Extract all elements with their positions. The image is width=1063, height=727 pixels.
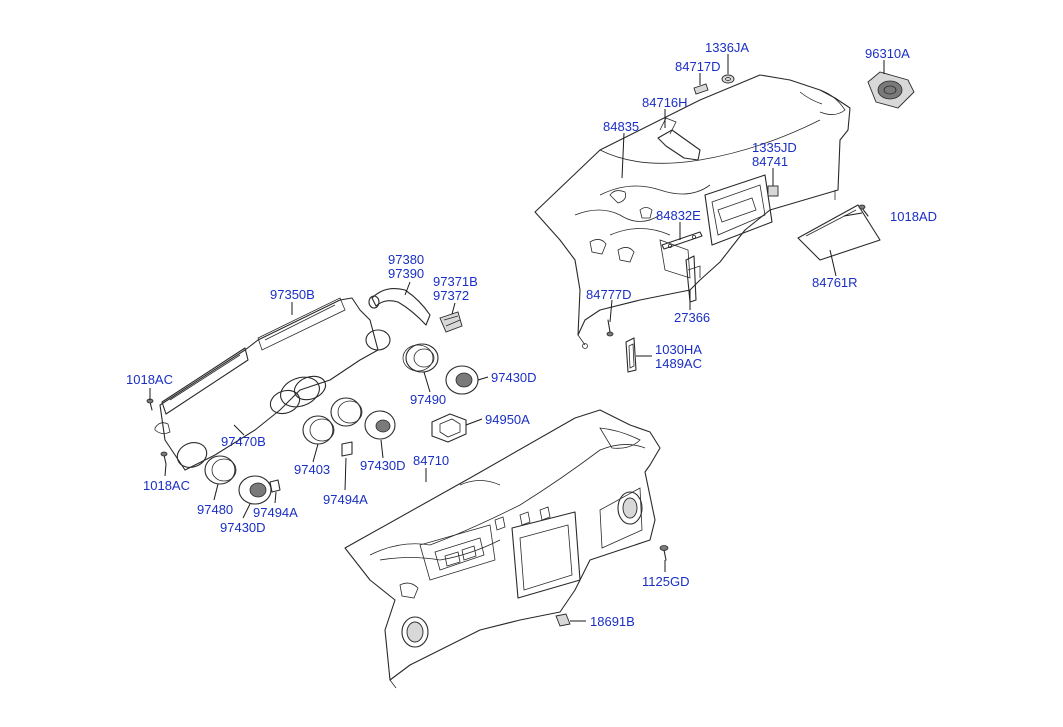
vent-97430D-b xyxy=(364,410,396,440)
label-97403: 97403 xyxy=(294,462,330,477)
screw-84777D xyxy=(606,319,614,337)
label-94950A: 94950A xyxy=(485,412,530,427)
bracket-27366 xyxy=(685,255,701,303)
label-97372: 97372 xyxy=(433,288,469,303)
clip-84741 xyxy=(767,185,779,197)
vent-97371B xyxy=(439,311,463,333)
label-1018AC-bottom: 1018AC xyxy=(143,478,190,493)
label-97430D-b: 97430D xyxy=(360,458,406,473)
label-96310A: 96310A xyxy=(865,46,910,61)
dash-panel-84710 xyxy=(344,409,661,689)
lower-panel-84835 xyxy=(534,74,851,349)
label-84717D: 84717D xyxy=(675,59,721,74)
label-97350B: 97350B xyxy=(270,287,315,302)
vent-94950A xyxy=(431,413,467,443)
clip-97494A-a xyxy=(341,441,353,457)
label-84835: 84835 xyxy=(603,119,639,134)
vent-97430D-a xyxy=(445,365,479,395)
label-97380: 97380 xyxy=(388,252,424,267)
bulb-18691B xyxy=(555,613,571,627)
bracket-84716H xyxy=(657,117,701,161)
label-97390: 97390 xyxy=(388,266,424,281)
label-27366: 27366 xyxy=(674,310,710,325)
ring-97490 xyxy=(402,343,439,373)
vent-97430D-c xyxy=(238,475,272,505)
label-1018AD: 1018AD xyxy=(890,209,937,224)
label-1125GD: 1125GD xyxy=(642,574,689,589)
label-97371B: 97371B xyxy=(433,274,478,289)
leader-lines xyxy=(149,54,885,622)
label-84716H: 84716H xyxy=(642,95,688,110)
clip-84717D xyxy=(693,83,709,95)
label-1018AC-top: 1018AC xyxy=(126,372,173,387)
label-97470B: 97470B xyxy=(221,434,266,449)
label-97480: 97480 xyxy=(197,502,233,517)
washer-1336JA xyxy=(721,74,735,84)
screw-1018AC-top xyxy=(146,398,154,411)
clip-97494A-b xyxy=(269,479,281,493)
label-84761R: 84761R xyxy=(812,275,858,290)
label-1336JA: 1336JA xyxy=(705,40,749,55)
label-1335JD: 1335JD xyxy=(752,140,797,155)
screw-1018AD xyxy=(858,204,869,217)
label-97430D-c: 97430D xyxy=(220,520,266,535)
label-84741: 84741 xyxy=(752,154,788,169)
label-97490: 97490 xyxy=(410,392,446,407)
bracket-1030HA xyxy=(625,337,637,373)
label-18691B: 18691B xyxy=(590,614,635,629)
hose-97380 xyxy=(368,288,431,326)
screw-1018AC-bottom xyxy=(160,451,168,465)
ring-97403 xyxy=(302,397,363,445)
label-97430D-a: 97430D xyxy=(491,370,537,385)
label-1489AC: 1489AC xyxy=(655,356,702,371)
speaker-96310A xyxy=(867,71,915,109)
label-84777D: 84777D xyxy=(586,287,632,302)
bar-84832E xyxy=(661,231,703,250)
ring-97480 xyxy=(204,455,237,485)
label-1030HA: 1030HA xyxy=(655,342,702,357)
label-84832E: 84832E xyxy=(656,208,701,223)
part-labels: 1336JA 96310A 84717D 84716H 84835 1335JD… xyxy=(126,40,937,629)
label-97494A-b: 97494A xyxy=(253,505,298,520)
label-97494A-a: 97494A xyxy=(323,492,368,507)
duct-97350B xyxy=(154,297,391,471)
label-84710: 84710 xyxy=(413,453,449,468)
cover-84761R xyxy=(797,204,881,261)
bolt-1125GD xyxy=(659,545,669,561)
